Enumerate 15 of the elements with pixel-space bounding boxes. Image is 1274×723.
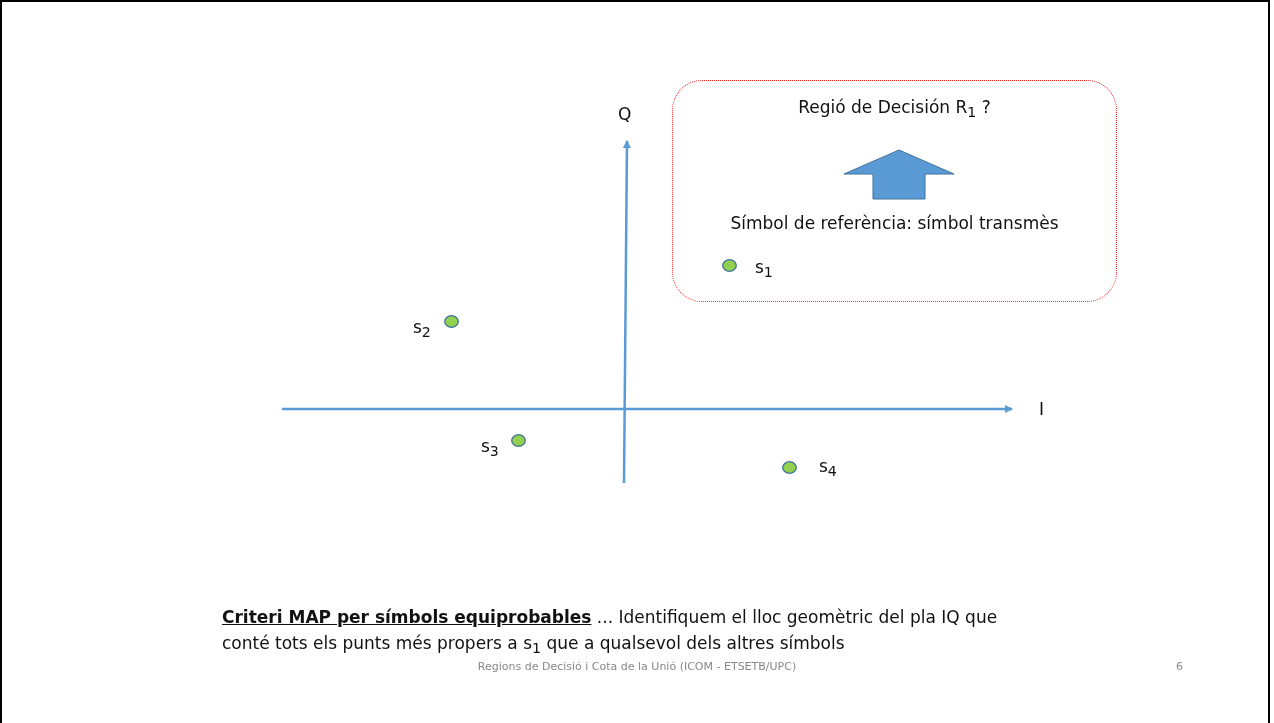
axis-label: I [1039, 399, 1044, 419]
symbol-label: s$_{2}$ [413, 317, 431, 341]
axis-label: Q [618, 104, 632, 124]
symbol-label: s$_{4}$ [819, 456, 837, 480]
symbol-point [444, 315, 459, 328]
region-text: Símbol de referència: símbol transmès [730, 213, 1059, 233]
page-number: 6 [1176, 660, 1183, 673]
symbol-label: s$_{3}$ [481, 436, 499, 460]
symbol-point [782, 461, 797, 474]
slide-footer: Regions de Decisió i Cota de la Unió (ICOM - ETSETB/UPC) [477, 660, 797, 673]
criterion-paragraph: Criteri MAP per símbols equiprobables ... Identifiquem el lloc geomètric del pla IQ que conté tots els punts més propers a s$_{1}$ que a qualsevol dels altres símbols [222, 606, 999, 659]
symbol-point [511, 434, 526, 447]
region-heading: Regió de Decisión R$_{1}$ ? [798, 97, 991, 121]
symbol-point [722, 259, 737, 272]
symbol-label: s$_{1}$ [755, 257, 773, 281]
